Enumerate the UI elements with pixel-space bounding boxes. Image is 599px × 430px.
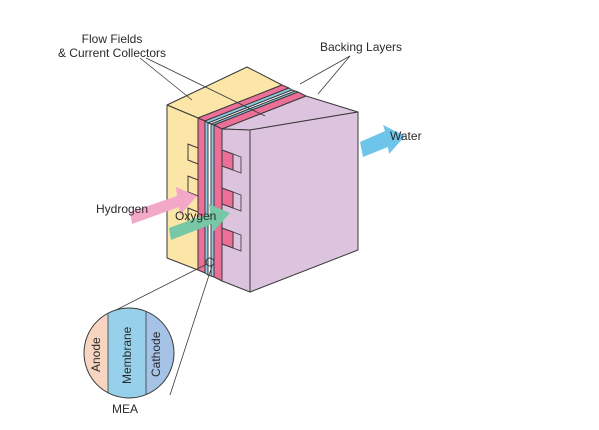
anode-channel-2: [187, 175, 199, 197]
inset-anode-label: Anode: [89, 337, 103, 372]
water-arrow: [360, 125, 405, 157]
oxygen-arrow-shape: [169, 204, 230, 240]
hydrogen-arrow-shape: [130, 187, 197, 224]
flow-fields-leader-2: [145, 57, 266, 117]
cathode-channel-2: [221, 187, 234, 209]
mea-label: MEA: [112, 402, 138, 416]
anode-channel-1: [187, 143, 199, 165]
water-label: Water: [390, 129, 422, 143]
oxygen-arrow: [169, 204, 230, 240]
inset-membrane-region: [108, 308, 146, 398]
inset-membrane-label: Membrane: [120, 326, 134, 384]
flow-fields-leader-1: [139, 57, 193, 101]
flow-fields-label-line1: Flow Fields: [82, 32, 143, 46]
cathode-plate-side: [249, 111, 359, 293]
magnify-line-2: [169, 265, 213, 396]
mea-inset: [83, 307, 175, 399]
cathode-notch-2: [232, 191, 242, 212]
inset-outline: [83, 307, 175, 399]
magnify-line-1: [111, 263, 208, 313]
oxygen-label: Oxygen: [175, 209, 216, 223]
magnify-spot: [205, 257, 215, 267]
anode-backing-layer: [197, 84, 290, 274]
cathode-backing-front: [213, 124, 223, 282]
backing-layers-leader-1: [299, 55, 351, 85]
flow-fields-label-line2: & Current Collectors: [58, 46, 166, 60]
cathode-notch-3: [232, 231, 242, 252]
inset-cathode-label: Cathode: [149, 331, 163, 377]
cathode-notch-1: [232, 153, 242, 174]
backing-layers-leader-2: [317, 55, 351, 95]
hydrogen-label: Hydrogen: [96, 202, 148, 216]
cathode-flow-field-plate: [221, 95, 359, 293]
cathode-channel-1: [221, 149, 234, 171]
cathode-backing-layer: [213, 91, 307, 282]
backing-layers-label: Backing Layers: [320, 40, 402, 54]
cathode-channel-3: [221, 227, 234, 249]
hydrogen-arrow: [130, 187, 197, 224]
anode-backing-front: [197, 117, 206, 274]
water-arrow-shape: [360, 125, 405, 157]
